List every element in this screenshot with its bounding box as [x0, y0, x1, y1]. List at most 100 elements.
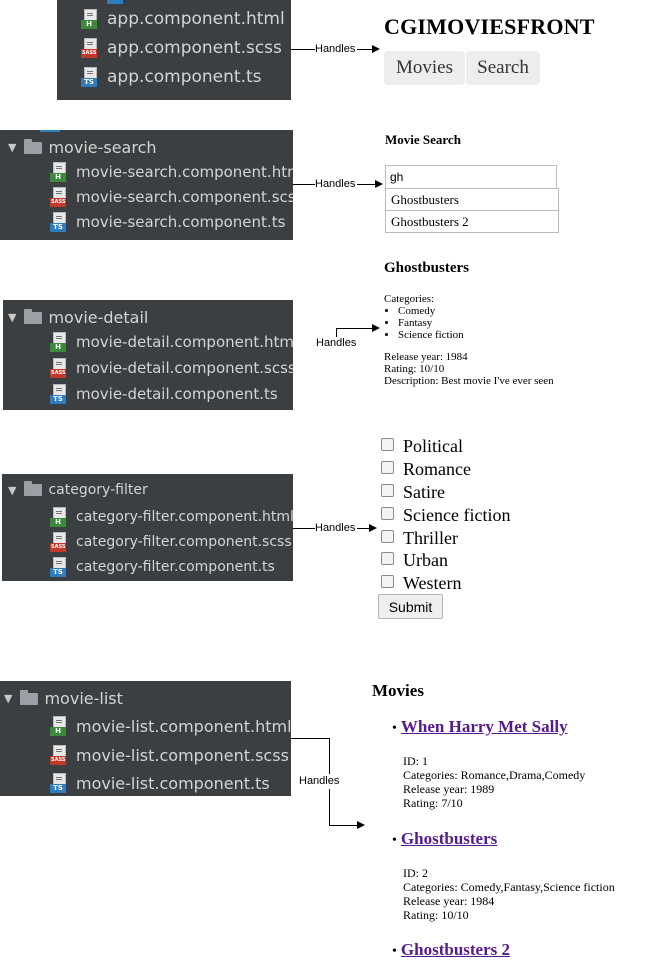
checkbox-label: Satire — [403, 482, 445, 502]
file-item[interactable]: H category-filter.component.html — [50, 507, 293, 527]
movie-info: ID: 2 Categories: Comedy,Fantasy,Science… — [403, 866, 615, 922]
movie-categories: Categories: Comedy,Fantasy,Science ficti… — [403, 880, 615, 894]
bullet: • — [392, 721, 397, 736]
handles-label: Handles — [315, 43, 356, 55]
file-name: movie-search.component.scss — [76, 188, 293, 206]
folder-name: category-filter — [48, 482, 148, 498]
file-name: movie-detail.component.html — [76, 333, 293, 351]
search-suggestion[interactable]: Ghostbusters 2 — [385, 210, 559, 233]
handles-label: Handles — [316, 337, 357, 349]
connector-line — [291, 738, 330, 739]
category-item: Science fiction — [398, 329, 554, 341]
ts-icon-partial — [107, 0, 123, 4]
folder-name: movie-detail — [48, 308, 149, 327]
category-checkbox[interactable] — [381, 575, 394, 588]
category-checkbox[interactable] — [381, 461, 394, 474]
file-name: movie-search.component.html — [76, 163, 293, 181]
file-name: category-filter.component.scss — [76, 534, 292, 550]
file-name: movie-search.component.ts — [76, 213, 286, 231]
category-checkbox[interactable] — [381, 507, 394, 520]
arrow-head — [357, 821, 365, 829]
movies-heading: Movies — [372, 681, 424, 700]
connector-line — [293, 528, 315, 529]
movie-title-link[interactable]: When Harry Met Sally — [400, 717, 568, 736]
movie-categories: Categories: Romance,Drama,Comedy — [403, 768, 586, 782]
sass-file-icon: SASS — [50, 187, 70, 207]
expand-triangle-icon[interactable]: ▼ — [4, 692, 13, 705]
movie-rating: Rating: 7/10 — [403, 796, 463, 810]
file-tree-movie-detail: ▼ movie-detail H movie-detail.component.… — [3, 300, 293, 410]
folder-item[interactable]: ▼ movie-list — [4, 689, 123, 708]
nav-movies-button[interactable]: Movies — [384, 51, 465, 85]
file-name: movie-detail.component.ts — [76, 385, 278, 403]
file-tree-movie-search: ▼ movie-search H movie-search.component.… — [0, 130, 293, 240]
file-item[interactable]: TS movie-search.component.ts — [50, 212, 285, 232]
file-name: app.component.scss — [107, 38, 282, 58]
movie-release-year: Release year: 1989 — [403, 782, 495, 796]
file-item[interactable]: TS movie-detail.component.ts — [50, 384, 278, 404]
sass-file-icon: SASS — [50, 745, 70, 765]
expand-triangle-icon[interactable]: ▼ — [8, 311, 17, 324]
movie-id: ID: 1 — [403, 754, 428, 768]
category-item: Fantasy — [398, 317, 554, 329]
movie-list-item: • When Harry Met Sally — [392, 717, 568, 737]
folder-item[interactable]: ▼ movie-search — [8, 138, 157, 157]
expand-triangle-icon[interactable]: ▼ — [8, 141, 17, 154]
movie-title-link[interactable]: Ghostbusters 2 — [400, 940, 511, 959]
file-name: category-filter.component.ts — [76, 559, 275, 575]
arrow-head — [375, 180, 383, 188]
checkbox-label: Political — [403, 436, 463, 456]
arrow-head — [372, 324, 380, 332]
file-name: movie-list.component.html — [76, 716, 291, 736]
file-item[interactable]: SASS category-filter.component.scss — [50, 532, 292, 552]
folder-icon — [24, 138, 43, 154]
category-checkbox[interactable] — [381, 484, 394, 497]
file-item[interactable]: TS movie-list.component.ts — [50, 773, 270, 793]
checkbox-label: Thriller — [403, 528, 458, 548]
folder-name: movie-search — [48, 138, 157, 157]
search-heading: Movie Search — [385, 132, 461, 147]
file-name: app.component.ts — [107, 67, 262, 87]
search-suggestion[interactable]: Ghostbusters — [385, 188, 559, 211]
connector-line — [357, 49, 375, 50]
file-item[interactable]: H movie-list.component.html — [50, 716, 291, 736]
file-item[interactable]: H movie-detail.component.html — [50, 332, 293, 352]
submit-button[interactable]: Submit — [378, 594, 443, 619]
file-item[interactable]: TS app.component.ts — [81, 67, 262, 87]
category-checkbox[interactable] — [381, 438, 394, 451]
connector-line — [357, 184, 375, 185]
checkbox-label: Romance — [403, 459, 471, 479]
folder-icon — [20, 689, 39, 705]
file-item[interactable]: SASS movie-detail.component.scss — [50, 358, 293, 378]
folder-item[interactable]: ▼ category-filter — [8, 481, 148, 498]
category-checkbox[interactable] — [381, 530, 394, 543]
file-item[interactable]: TS category-filter.component.ts — [50, 557, 275, 577]
file-item[interactable]: SASS movie-list.component.scss — [50, 745, 289, 765]
expand-triangle-icon[interactable]: ▼ — [8, 483, 17, 497]
categories-label: Categories: — [384, 293, 435, 305]
file-item[interactable]: H movie-search.component.html — [50, 162, 293, 182]
html-file-icon: H — [50, 332, 70, 352]
movie-title-link[interactable]: Ghostbusters — [400, 829, 498, 848]
folder-item[interactable]: ▼ movie-detail — [8, 308, 148, 327]
category-checkbox[interactable] — [381, 552, 394, 565]
html-file-icon: H — [50, 162, 70, 182]
file-name: app.component.html — [107, 9, 285, 29]
handles-label: Handles — [315, 178, 356, 190]
release-year: Release year: 1984 — [384, 351, 468, 363]
file-item[interactable]: SASS app.component.scss — [81, 38, 282, 58]
connector-line — [357, 528, 371, 529]
movie-list-item: • Ghostbusters 2 — [392, 940, 510, 960]
file-tree-app: H app.component.html SASS app.component.… — [57, 0, 291, 100]
arrow-head — [372, 45, 380, 53]
nav-search-button[interactable]: Search — [466, 51, 540, 85]
movie-id: ID: 2 — [403, 866, 428, 880]
html-file-icon: H — [81, 9, 101, 29]
file-item[interactable]: SASS movie-search.component.scss — [50, 187, 293, 207]
search-input[interactable]: gh — [385, 165, 557, 189]
file-item[interactable]: H app.component.html — [81, 9, 285, 29]
category-list: Comedy Fantasy Science fiction — [384, 305, 554, 341]
checkbox-label: Science fiction — [403, 505, 511, 525]
bullet: • — [392, 833, 397, 848]
connector-line — [336, 328, 337, 337]
